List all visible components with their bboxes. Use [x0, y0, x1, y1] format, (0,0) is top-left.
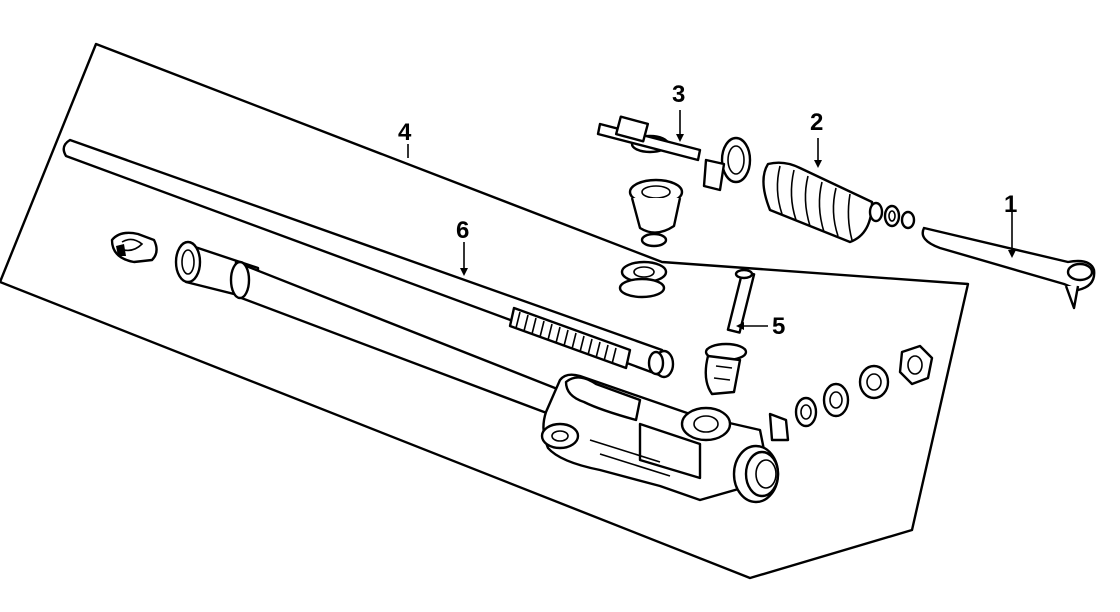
part-6-rack-bar [62, 138, 675, 379]
part-3-inner-tie-rod [596, 115, 752, 192]
callout-4: 4 [398, 119, 412, 146]
rack-bushing [110, 231, 158, 264]
callout-3: 3 [672, 81, 685, 108]
leader-lines [407, 110, 1016, 330]
part-2-bellows-boot [762, 161, 916, 244]
gear-housing [540, 373, 780, 504]
mount-bushing-washers [618, 134, 684, 299]
rack-teeth [515, 311, 617, 365]
pinion-seals [768, 344, 934, 442]
callout-5: 5 [772, 313, 785, 340]
callout-6: 6 [456, 217, 469, 244]
assembly-boundary [0, 42, 970, 580]
part-1-tie-rod-end [921, 226, 1096, 310]
callout-2: 2 [810, 109, 823, 136]
callout-1: 1 [1004, 191, 1017, 218]
part-5-pinion [704, 268, 756, 396]
